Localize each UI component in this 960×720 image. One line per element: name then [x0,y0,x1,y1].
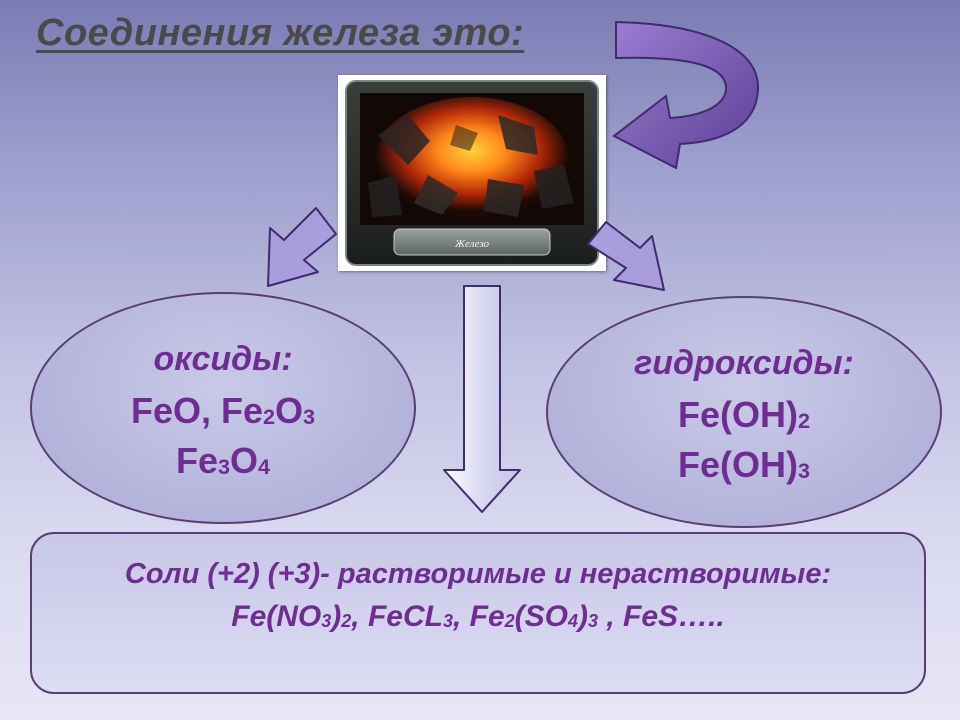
hydroxides-formula-2: Fe(OH)3 [677,444,810,485]
photo-caption: Железо [454,238,490,250]
hydroxides-label: гидроксиды: [634,344,854,382]
oxides-label: оксиды: [153,340,293,378]
hydroxides-formula-1: Fe(OH)2 [677,394,810,435]
salts-formulas: Fe(NO3)2, FeCL3, Fe2(SO4)3 , FeS….. [231,600,725,633]
hydroxides-ellipse: гидроксиды: Fe(OH)2 Fe(OH)3 [546,296,942,528]
salts-box: Соли (+2) (+3)- растворимые и нераствори… [30,532,926,694]
oxides-ellipse: оксиды: FeO, Fe2O3 Fe3O4 [30,292,416,524]
slide-title: Соединения железа это: [36,12,525,54]
salts-title: Соли (+2) (+3)- растворимые и нераствори… [124,558,832,590]
iron-photo: Железо [338,75,606,271]
oxides-formula-1: FeO, Fe2O3 [130,390,316,431]
oxides-formula-2: Fe3O4 [175,440,271,481]
